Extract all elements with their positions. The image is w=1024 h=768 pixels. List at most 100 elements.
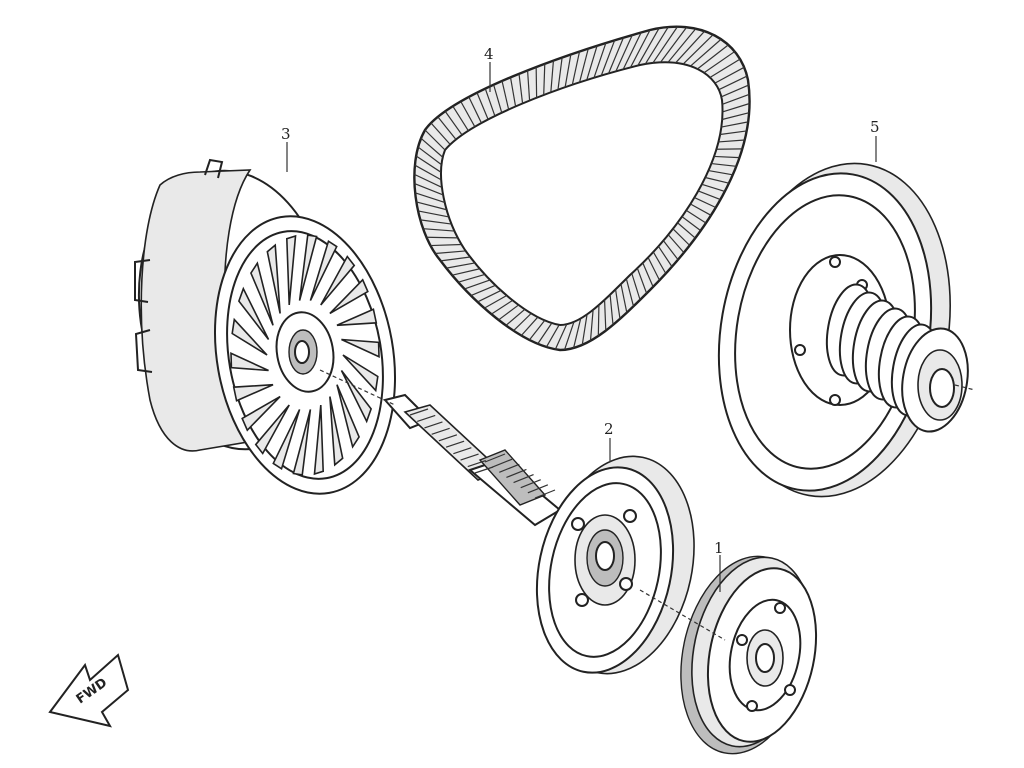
belt-tooth — [603, 299, 607, 331]
belt-tooth — [703, 51, 736, 74]
belt-tooth — [593, 42, 607, 79]
fan-blade — [329, 278, 369, 315]
belt-tooth — [689, 38, 722, 67]
belt-tooth — [518, 73, 524, 104]
belt-tooth — [440, 256, 471, 262]
belt-tooth — [711, 162, 737, 167]
belt-tooth — [609, 294, 614, 325]
belt-tooth — [662, 240, 679, 261]
fan-blade — [250, 261, 274, 326]
belt-tooth — [420, 219, 452, 225]
belt-tooth — [526, 70, 531, 101]
belt-tooth — [578, 48, 589, 83]
belt-tooth — [701, 183, 725, 192]
belt-tooth — [675, 30, 706, 64]
belt-tooth — [444, 111, 463, 136]
clutch-shoe-assembly — [639, 555, 818, 755]
belt-tooth — [572, 318, 582, 349]
belt-tooth — [446, 262, 476, 269]
fan-blade — [313, 404, 325, 476]
belt-tooth — [721, 121, 749, 128]
belt-tooth — [476, 92, 489, 120]
belt-tooth — [464, 279, 491, 290]
belt-tooth — [416, 201, 447, 211]
callout-5: 5 — [870, 118, 880, 162]
belt-tooth — [642, 262, 654, 288]
belt-tooth — [513, 312, 532, 332]
shaft-spline — [424, 421, 443, 429]
belt-tooth — [677, 222, 696, 239]
belt-tooth — [452, 268, 480, 276]
shaft-spline — [520, 479, 541, 489]
shaft-spline — [431, 427, 450, 435]
belt-tooth — [657, 245, 673, 267]
callout-1: 1 — [714, 539, 724, 592]
shaft-spline — [445, 440, 465, 448]
belt-tooth — [690, 203, 712, 216]
belt-tooth — [620, 283, 628, 313]
belt-tooth — [458, 273, 486, 283]
fan-blade — [329, 396, 344, 467]
callout-label-3: 3 — [281, 125, 291, 143]
belt-tooth — [498, 304, 519, 321]
callout-label-5: 5 — [870, 118, 880, 136]
callout-label-2: 2 — [604, 420, 614, 438]
belt-tooth — [705, 176, 730, 184]
shaft-spline — [513, 474, 534, 484]
driven-pulley-assembly — [717, 162, 976, 498]
shaft-spline — [467, 459, 486, 468]
fan-blade — [231, 317, 268, 356]
drive-shaft — [319, 369, 562, 527]
belt-tooth — [423, 228, 455, 232]
shaft-spline — [506, 468, 527, 478]
belt-tooth — [722, 93, 750, 105]
belt-tooth — [667, 28, 697, 63]
belt-tooth — [484, 294, 508, 309]
belt-tooth — [528, 319, 546, 341]
belt-tooth — [414, 192, 445, 203]
belt-tooth — [685, 209, 707, 224]
belt-tooth — [563, 321, 575, 350]
fan-blade — [336, 308, 378, 327]
belt-tooth — [501, 80, 510, 110]
fan-blade — [230, 352, 269, 372]
belt-tooth — [537, 322, 553, 345]
belt-tooth — [554, 324, 568, 350]
belt-tooth — [414, 164, 442, 181]
belt-tooth — [420, 137, 444, 158]
belt-tooth — [721, 84, 749, 98]
belt-tooth — [659, 26, 688, 63]
belt-tooth — [589, 309, 594, 341]
belt-tooth — [652, 251, 667, 274]
callout-3: 3 — [281, 125, 291, 172]
belt-tooth — [414, 173, 443, 189]
belt-tooth — [682, 34, 714, 65]
shaft-spline — [417, 414, 436, 423]
shaft-spline — [527, 484, 549, 494]
drive-belt — [413, 25, 751, 352]
belt-tooth — [470, 284, 496, 297]
shaft-spline — [474, 466, 494, 474]
belt-tooth — [721, 112, 750, 121]
fan-blade — [285, 234, 297, 306]
belt-tooth — [417, 146, 442, 166]
belt-tooth — [672, 228, 691, 246]
fan-blade — [342, 354, 379, 393]
belt-tooth — [652, 26, 678, 64]
belt-tooth — [622, 32, 642, 70]
belt-tooth — [607, 37, 625, 74]
callout-2: 2 — [604, 420, 614, 462]
fan-blade — [254, 404, 290, 455]
belt-tooth — [586, 45, 598, 81]
shaft-spline — [438, 434, 458, 442]
belt-tooth — [564, 54, 572, 88]
shaft-spline — [491, 458, 513, 468]
belt-tooth — [491, 299, 513, 315]
shaft-spline — [499, 463, 520, 473]
shaft-spline — [460, 453, 479, 461]
shaft-spline — [453, 447, 472, 455]
fan-blade — [336, 384, 360, 449]
belt-tooth — [718, 75, 748, 91]
belt-tooth — [415, 155, 442, 173]
belt-tooth — [557, 57, 563, 90]
